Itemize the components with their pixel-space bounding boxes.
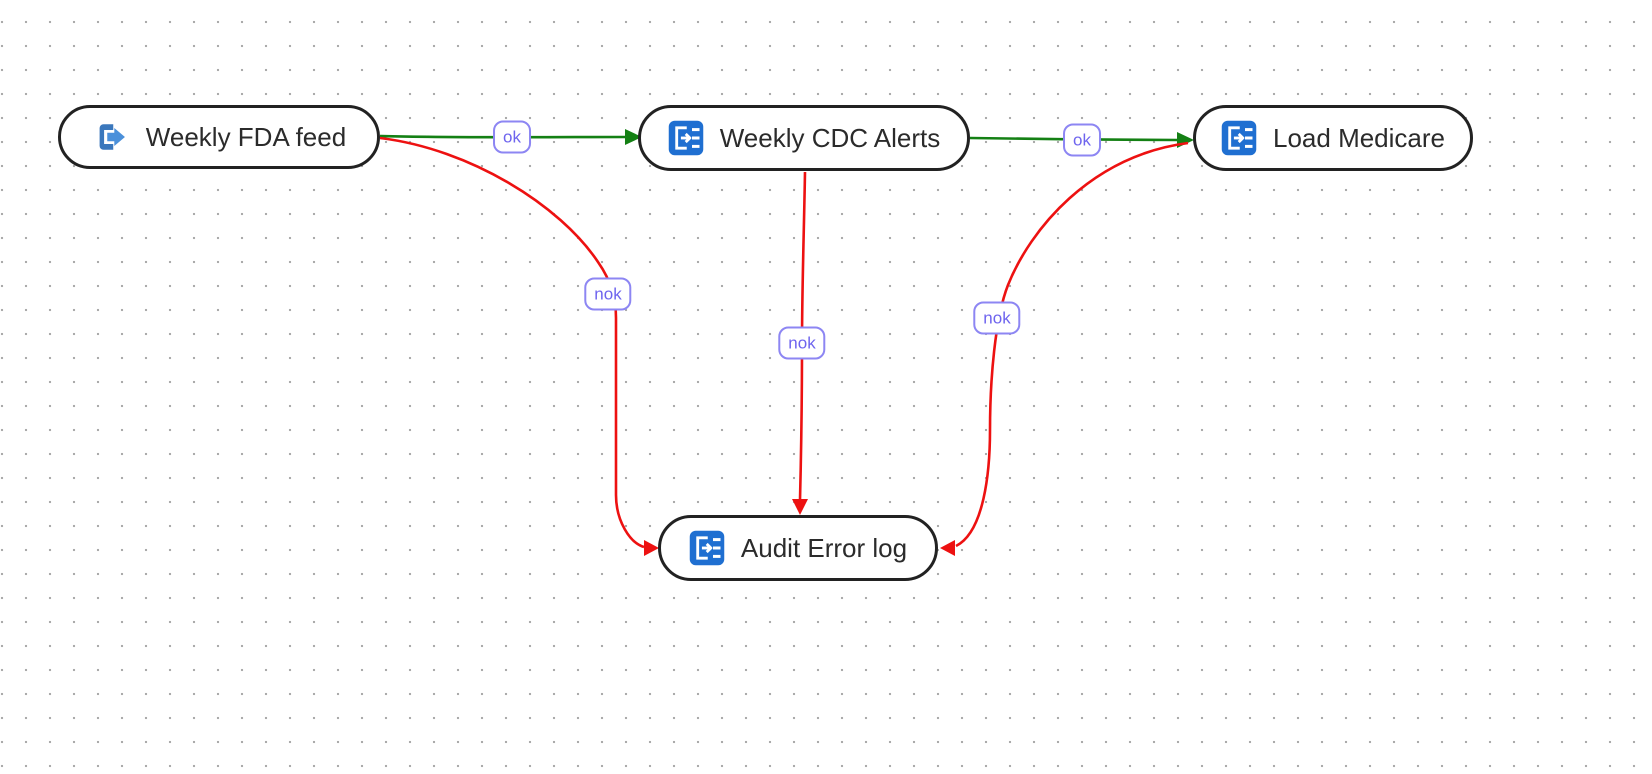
edge-label-nok-medicare-to-audit: nok	[973, 301, 1021, 335]
arrowhead-nok-cdc-to-audit	[792, 499, 808, 515]
arrowhead-nok-fda-to-audit	[644, 540, 659, 556]
task-node-audit-error-log[interactable]: Audit Error log	[658, 515, 938, 581]
edge-nok-fda-to-audit	[379, 136, 645, 549]
edge-label-ok-cdc-to-medicare: ok	[1063, 123, 1101, 157]
edge-nok-medicare-to-audit	[955, 141, 1189, 548]
arrowhead-ok-cdc-to-medicare	[1177, 132, 1194, 148]
task-list-icon	[668, 120, 704, 156]
task-node-load-medicare[interactable]: Load Medicare	[1193, 105, 1473, 171]
task-list-icon	[1221, 120, 1257, 156]
task-node-weekly-cdc-alerts[interactable]: Weekly CDC Alerts	[638, 105, 970, 171]
task-node-label: Weekly CDC Alerts	[719, 122, 941, 153]
edge-label-nok-fda-to-audit: nok	[584, 277, 632, 311]
task-node-label: Load Medicare	[1273, 122, 1445, 153]
edge-label-nok-cdc-to-audit: nok	[778, 326, 826, 360]
task-node-label: Audit Error log	[740, 532, 908, 563]
task-node-label: Weekly FDA feed	[145, 121, 347, 152]
task-list-icon	[689, 530, 725, 566]
edge-label-ok-fda-to-cdc: ok	[493, 120, 531, 154]
arrowhead-nok-medicare-to-audit	[940, 540, 955, 556]
task-node-weekly-fda-feed[interactable]: Weekly FDA feed	[58, 105, 380, 169]
export-arrow-icon	[92, 119, 130, 155]
